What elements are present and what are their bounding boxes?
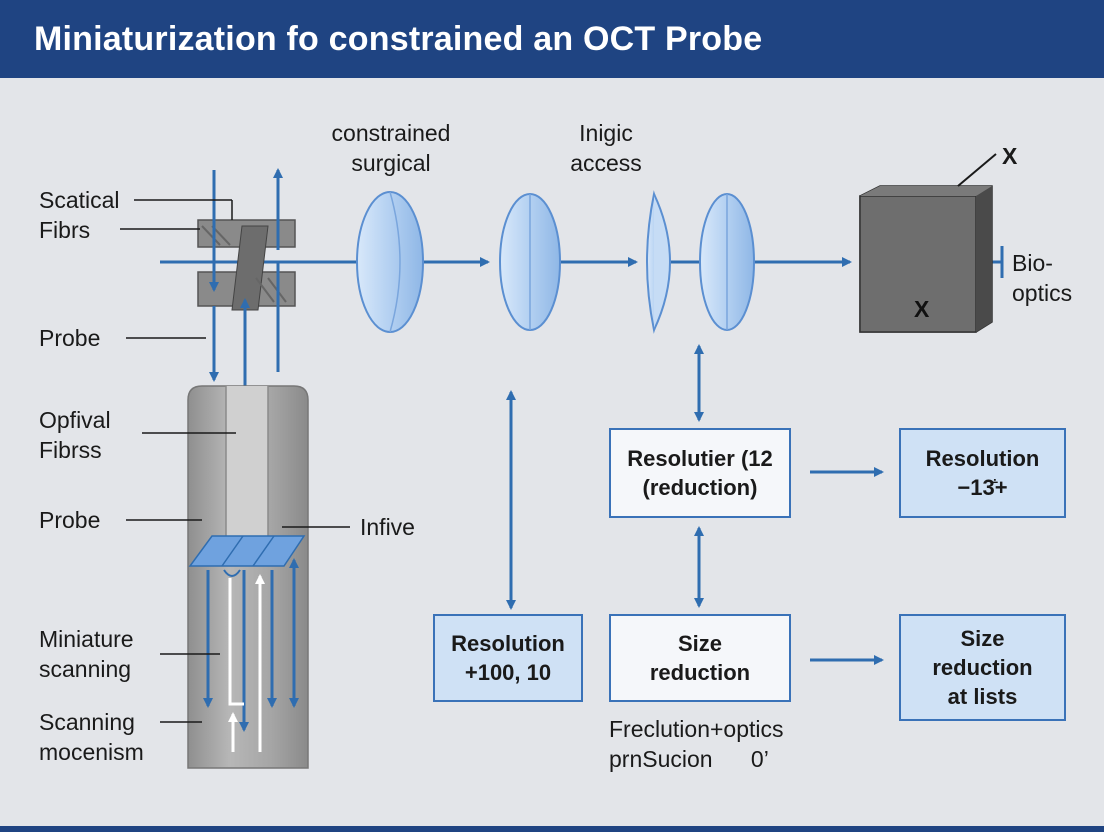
- box-size-reduction: Size reduction: [609, 614, 791, 702]
- diagram-canvas: [120, 153, 1004, 769]
- bottom-note: Freclution+optics prnSucion 0’: [609, 716, 784, 772]
- footer-rule: [0, 826, 1104, 832]
- label-bio-optics: Bio- optics: [1012, 250, 1073, 306]
- box-resolutier-reduction: Resolutier (12 (reduction): [609, 428, 791, 518]
- label-fibrs: Fibrs: [39, 217, 91, 243]
- lens-3: [646, 190, 671, 334]
- x-leader: [957, 153, 997, 187]
- label-x-top: X: [1002, 143, 1018, 169]
- box-size-reduction-lists: Size reduction at lists: [899, 614, 1066, 721]
- diagram-area: [0, 78, 1104, 832]
- box-resolution-left: Resolution +100, 10: [433, 614, 583, 702]
- label-infive: Infive: [360, 514, 415, 540]
- scan-white-path: [228, 578, 244, 706]
- label-inigic-access: Inigic access: [570, 120, 642, 176]
- probe-body: [187, 385, 309, 769]
- label-probe-mid: Probe: [39, 507, 101, 533]
- lens-4: [699, 193, 755, 331]
- label-miniature-scanning: Miniature scanning: [39, 626, 134, 682]
- header-bar: Miniaturization fo constrained an OCT Pr…: [0, 0, 1104, 78]
- detector-block: [859, 185, 993, 333]
- label-x-box: X: [914, 296, 930, 322]
- box-resolution-right: Resolution −13ꜙ+: [899, 428, 1066, 518]
- label-probe-top: Probe: [39, 325, 101, 351]
- lens-2: [499, 193, 561, 331]
- label-opfival-fibrss: Opfival Fibrss: [39, 407, 111, 463]
- label-constrained-surgical: constrained surgical: [331, 120, 451, 176]
- lens-1: [356, 191, 424, 333]
- label-scanning-mocenism: Scanning mocenism: [39, 709, 144, 765]
- page-title: Miniaturization fo constrained an OCT Pr…: [34, 20, 763, 58]
- label-scatical: Scatical: [39, 187, 120, 213]
